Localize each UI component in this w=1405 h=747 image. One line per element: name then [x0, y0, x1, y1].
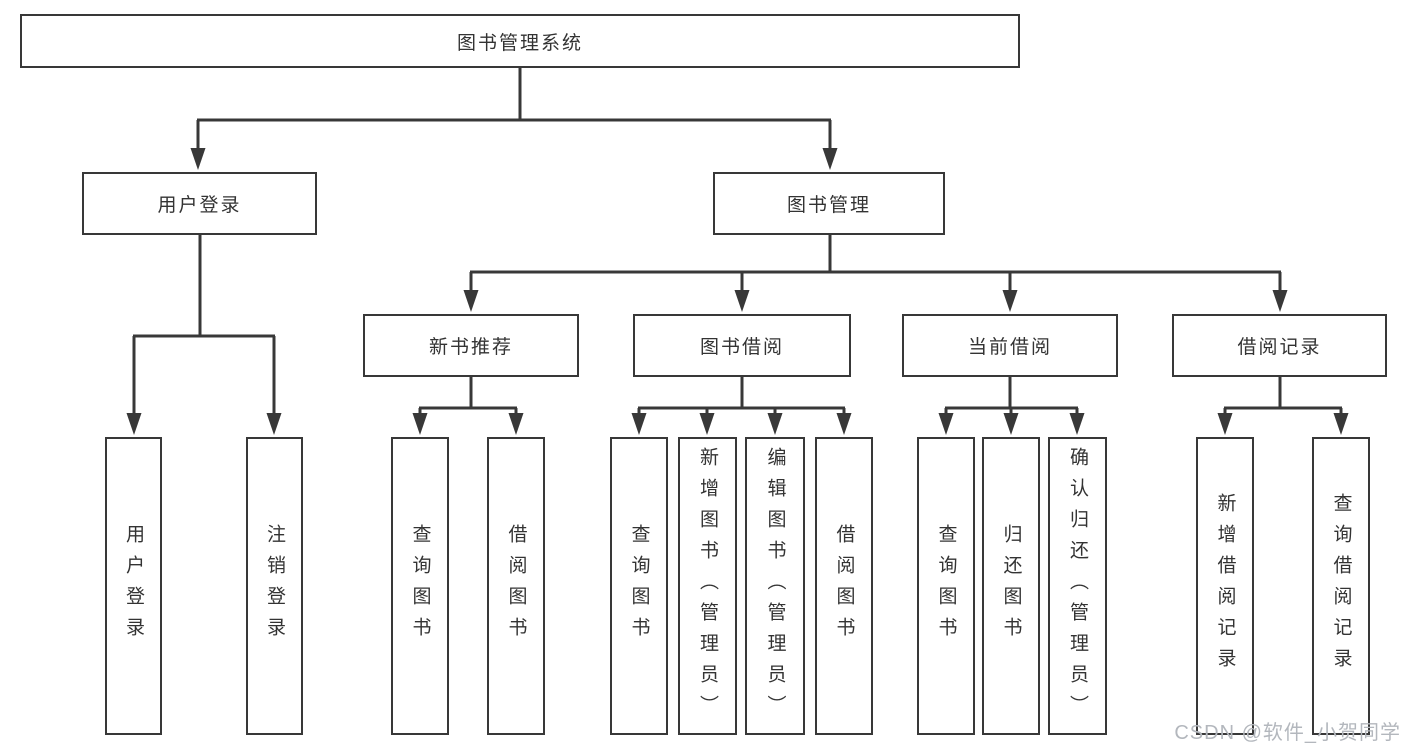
node-label: 新增借阅记录 — [1214, 493, 1236, 679]
node-label: 查询图书 — [935, 524, 957, 648]
node-new-book-recommendation: 新书推荐 — [363, 314, 579, 377]
leaf-query-books-borrowing: 查询图书 — [610, 437, 668, 735]
node-book-borrowing: 图书借阅 — [633, 314, 851, 377]
node-user-login: 用户登录 — [82, 172, 317, 235]
leaf-query-borrow-record: 查询借阅记录 — [1312, 437, 1370, 735]
leaf-add-borrow-record: 新增借阅记录 — [1196, 437, 1254, 735]
node-label: 查询图书 — [628, 524, 650, 648]
node-library-management-system: 图书管理系统 — [20, 14, 1020, 68]
node-book-management: 图书管理 — [713, 172, 945, 235]
arrowheads — [126, 148, 1349, 435]
node-label: 编辑图书（管理员） — [764, 446, 786, 726]
node-label: 注销登录 — [264, 524, 285, 648]
leaf-user-login: 用户登录 — [105, 437, 162, 735]
node-label: 当前借阅 — [967, 337, 1052, 358]
node-current-borrowing: 当前借阅 — [902, 314, 1118, 377]
node-label: 查询图书 — [409, 524, 431, 648]
node-label: 借阅图书 — [505, 524, 527, 648]
leaf-edit-books-admin: 编辑图书（管理员） — [745, 437, 805, 735]
node-label: 借阅记录 — [1237, 337, 1322, 358]
node-label: 用户登录 — [157, 195, 242, 216]
node-label: 图书借阅 — [699, 337, 784, 358]
leaf-query-books-recommend: 查询图书 — [391, 437, 449, 735]
node-label: 新增图书（管理员） — [697, 446, 718, 726]
node-label: 用户登录 — [123, 524, 144, 648]
csdn-watermark: CSDN @软件_小贺同学 — [1174, 722, 1401, 744]
leaf-add-books-admin: 新增图书（管理员） — [678, 437, 737, 735]
node-label: 新书推荐 — [428, 337, 513, 358]
node-borrowing-records: 借阅记录 — [1172, 314, 1387, 377]
node-label: 确认归还（管理员） — [1067, 446, 1088, 726]
leaf-query-books-current: 查询图书 — [917, 437, 975, 735]
leaf-confirm-return-admin: 确认归还（管理员） — [1048, 437, 1107, 735]
node-label: 借阅图书 — [833, 524, 855, 648]
node-label: 查询借阅记录 — [1330, 493, 1352, 679]
node-label: 图书管理系统 — [456, 32, 583, 54]
leaf-borrow-books-borrowing: 借阅图书 — [815, 437, 873, 735]
leaf-logout: 注销登录 — [246, 437, 303, 735]
node-label: 归还图书 — [1000, 524, 1022, 648]
leaf-return-books: 归还图书 — [982, 437, 1040, 735]
node-label: 图书管理 — [786, 195, 871, 216]
leaf-borrow-books-recommend: 借阅图书 — [487, 437, 545, 735]
